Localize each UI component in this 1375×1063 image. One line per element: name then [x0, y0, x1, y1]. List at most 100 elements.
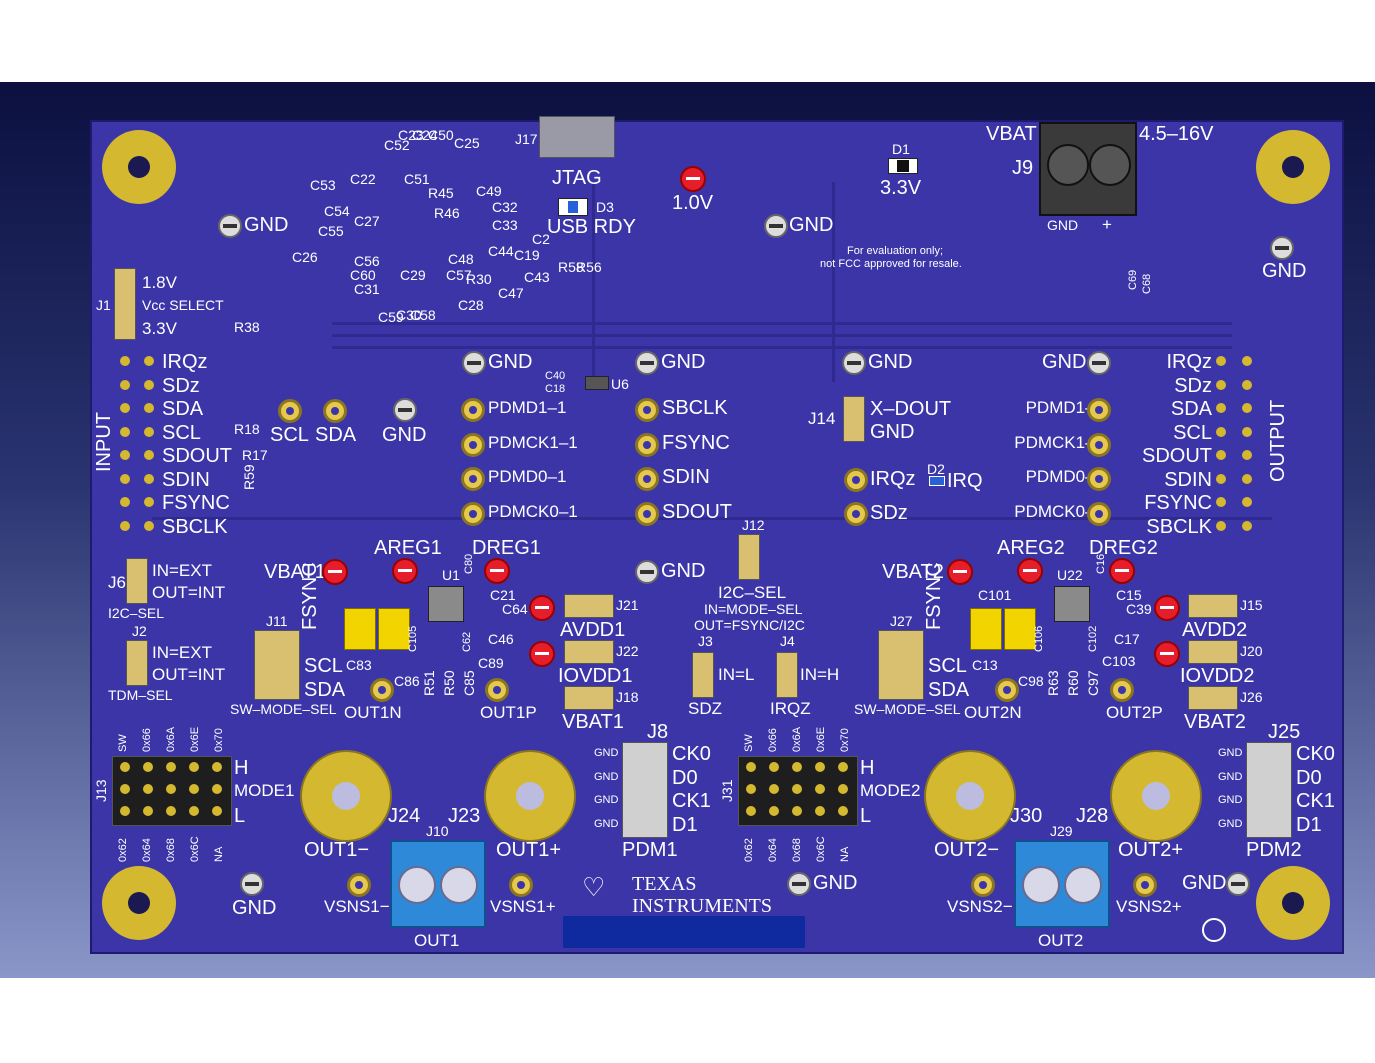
input-pin[interactable] — [120, 497, 130, 507]
ch1-mode-pin[interactable] — [189, 806, 199, 816]
vbat2-jumper[interactable] — [1188, 686, 1238, 710]
gnd-testpoint[interactable] — [842, 351, 866, 375]
out2n-testpoint[interactable] — [995, 678, 1019, 702]
center-signal-pad[interactable] — [635, 398, 659, 422]
vsns2-minus-testpoint[interactable] — [971, 873, 995, 897]
ch2-sw-mode-jumper[interactable] — [878, 630, 924, 700]
pdm-left-pad[interactable] — [461, 433, 485, 457]
ch1-mode-pin[interactable] — [166, 784, 176, 794]
center-signal-pad[interactable] — [635, 433, 659, 457]
pdm-right-pad[interactable] — [1087, 398, 1111, 422]
ch1-mode-pin[interactable] — [143, 784, 153, 794]
gnd-testpoint[interactable] — [240, 872, 264, 896]
input-pin[interactable] — [120, 356, 130, 366]
output-pin[interactable] — [1216, 379, 1226, 390]
center-signal-pad[interactable] — [635, 467, 659, 491]
pdm1-header[interactable] — [622, 742, 668, 838]
tdm-sel-jumper[interactable] — [126, 640, 148, 686]
out2-plus-post[interactable] — [1110, 750, 1202, 842]
ch1-mode-pin[interactable] — [166, 806, 176, 816]
ch1-mode-pin[interactable] — [189, 762, 199, 772]
input-pin[interactable] — [120, 520, 130, 531]
ch2-mode-pin[interactable] — [838, 784, 848, 794]
input-pin[interactable] — [144, 426, 154, 437]
input-pin[interactable] — [144, 520, 154, 531]
pdm-left-pad[interactable] — [461, 398, 485, 422]
output-pin[interactable] — [1242, 450, 1252, 460]
input-pin[interactable] — [120, 379, 130, 390]
ch1-mode-pin[interactable] — [189, 784, 199, 794]
ch2-mode-pin[interactable] — [769, 784, 779, 794]
gnd-testpoint[interactable] — [1226, 872, 1250, 896]
pdm-left-pad[interactable] — [461, 467, 485, 491]
output-pin[interactable] — [1242, 379, 1252, 390]
ch2-mode-pin[interactable] — [769, 806, 779, 816]
input-pin[interactable] — [120, 403, 130, 413]
out2-minus-post[interactable] — [924, 750, 1016, 842]
input-pin[interactable] — [144, 403, 154, 413]
output-pin[interactable] — [1216, 403, 1226, 413]
ch1-mode-pin[interactable] — [120, 806, 130, 816]
ch2-mode-pin[interactable] — [746, 806, 756, 816]
out1-plus-post[interactable] — [484, 750, 576, 842]
avdd2-jumper[interactable] — [1188, 594, 1238, 618]
ch2-mode-pin[interactable] — [746, 784, 756, 794]
ch1-mode-pin[interactable] — [166, 762, 176, 772]
ch2-mode-pin[interactable] — [746, 762, 756, 772]
pdm-right-pad[interactable] — [1087, 502, 1111, 526]
out1n-testpoint[interactable] — [370, 678, 394, 702]
output-pin[interactable] — [1242, 497, 1252, 507]
input-pin[interactable] — [120, 426, 130, 437]
ch1-mode-pin[interactable] — [212, 784, 222, 794]
input-pin[interactable] — [144, 473, 154, 484]
avdd1-jumper[interactable] — [564, 594, 614, 618]
ch1-mode-pin[interactable] — [143, 762, 153, 772]
gnd-testpoint[interactable] — [1087, 351, 1111, 375]
sda-testpoint[interactable] — [323, 399, 347, 423]
ch1-mode-pin[interactable] — [120, 762, 130, 772]
input-pin[interactable] — [144, 379, 154, 390]
output-pin[interactable] — [1216, 520, 1226, 531]
ch1-sw-mode-jumper[interactable] — [254, 630, 300, 700]
i2c-sel-jumper[interactable] — [126, 558, 148, 604]
vcc-select-jumper[interactable] — [114, 268, 136, 340]
out1p-testpoint[interactable] — [485, 678, 509, 702]
x-dout-jumper[interactable] — [843, 396, 865, 442]
irqz-jumper[interactable] — [776, 652, 798, 698]
pdm2-header[interactable] — [1246, 742, 1292, 838]
ch2-mode-pin[interactable] — [792, 806, 802, 816]
gnd-testpoint[interactable] — [218, 214, 242, 238]
gnd-testpoint[interactable] — [393, 398, 417, 422]
input-pin[interactable] — [120, 450, 130, 460]
ch2-mode-pin[interactable] — [815, 806, 825, 816]
gnd-testpoint[interactable] — [1270, 236, 1294, 260]
pdm-left-pad[interactable] — [461, 502, 485, 526]
ch2-mode-pin[interactable] — [838, 762, 848, 772]
ch2-mode-pin[interactable] — [838, 806, 848, 816]
i2c-sel-center-jumper[interactable] — [738, 534, 760, 580]
gnd-testpoint[interactable] — [764, 214, 788, 238]
irqz-testpoint[interactable] — [844, 468, 868, 492]
output-pin[interactable] — [1242, 520, 1252, 531]
ch2-mode-pin[interactable] — [769, 762, 779, 772]
ch1-mode-pin[interactable] — [212, 762, 222, 772]
vsns1-plus-testpoint[interactable] — [509, 873, 533, 897]
gnd-testpoint[interactable] — [635, 351, 659, 375]
out1-minus-post[interactable] — [300, 750, 392, 842]
output-pin[interactable] — [1216, 497, 1226, 507]
sdz-testpoint[interactable] — [844, 502, 868, 526]
scl-testpoint[interactable] — [278, 399, 302, 423]
gnd-testpoint[interactable] — [635, 560, 659, 584]
ch2-mode-pin[interactable] — [815, 784, 825, 794]
vsns2-plus-testpoint[interactable] — [1133, 873, 1157, 897]
ch2-mode-pin[interactable] — [815, 762, 825, 772]
sdz-jumper[interactable] — [692, 652, 714, 698]
pdm-right-pad[interactable] — [1087, 467, 1111, 491]
input-pin[interactable] — [144, 450, 154, 460]
out2p-testpoint[interactable] — [1110, 678, 1134, 702]
output-pin[interactable] — [1242, 356, 1252, 366]
jtag-connector[interactable] — [539, 116, 615, 158]
ch1-mode-pin[interactable] — [143, 806, 153, 816]
output-pin[interactable] — [1242, 403, 1252, 413]
output-pin[interactable] — [1216, 356, 1226, 366]
